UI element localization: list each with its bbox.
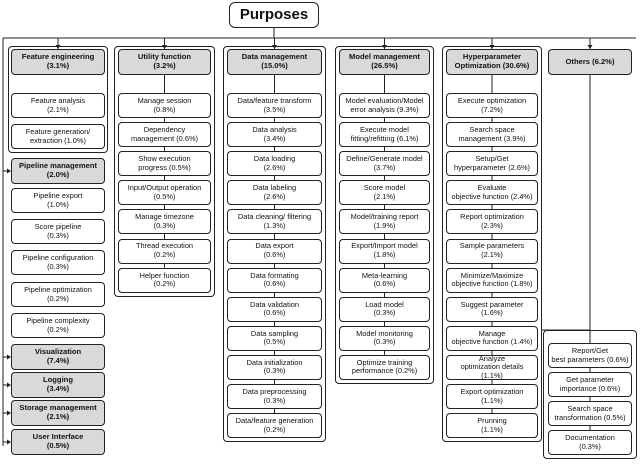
item-box: Show execution progress (0.5%)	[118, 151, 211, 177]
header-pipeline-management: Pipeline management (2.0%)	[11, 158, 105, 184]
item-box: Data analysis (3.4%)	[227, 122, 322, 148]
item-box: Data/feature generation (0.2%)	[227, 413, 322, 439]
item-box: Minimize/Maximize objective function (1.…	[446, 267, 538, 293]
item-box: Data cleaning/ filtering (1.3%)	[227, 209, 322, 235]
title-box: Purposes	[229, 2, 319, 28]
item-box: Input/Output operation (0.5%)	[118, 180, 211, 206]
item-box: Feature generation/ extraction (1.0%)	[11, 124, 105, 149]
item-box: Pipeline export (1.0%)	[11, 188, 105, 213]
item-box: Meta-learning (0.6%)	[339, 267, 430, 293]
item-box: Documentation (0.3%)	[548, 430, 632, 456]
header-uf: Utility function (3.2%)	[118, 49, 211, 75]
item-box: Setup/Get hyperparameter (2.6%)	[446, 151, 538, 177]
arrow-head	[7, 168, 11, 174]
item-box: Execute optimization (7.2%)	[446, 93, 538, 118]
item-box: Report optimization (2.3%)	[446, 209, 538, 235]
item-box: Suggest parameter (1.6%)	[446, 296, 538, 322]
group-frame-dm	[223, 46, 326, 443]
item-box: Data export (0.6%)	[227, 238, 322, 264]
item-box: Execute model fitting/refitting (6.1%)	[339, 122, 430, 148]
group-frame-others	[543, 330, 637, 460]
item-box: Data preprocessing (0.3%)	[227, 384, 322, 409]
item-box: Pipeline optimization (0.2%)	[11, 282, 105, 307]
item-box: Export/Import model (1.8%)	[339, 238, 430, 264]
item-box: Manage session (0.8%)	[118, 93, 211, 118]
header-mm: Model management (26.5%)	[339, 49, 430, 75]
item-box: Get parameter importance (0.6%)	[548, 372, 632, 398]
item-box: Score pipeline (0.3%)	[11, 219, 105, 244]
arrow-head	[7, 410, 11, 416]
item-box: Manage objective function (1.4%)	[446, 325, 538, 351]
item-box: Pipeline complexity (0.2%)	[11, 313, 105, 338]
item-box: Pipeline configuration (0.3%)	[11, 250, 105, 275]
item-box: Helper function (0.2%)	[118, 267, 211, 293]
header-sto: Storage management (2.1%)	[11, 400, 105, 426]
arrow-head	[7, 382, 11, 388]
item-box: Data initialization (0.3%)	[227, 354, 322, 380]
item-box: Dependency management (0.6%)	[118, 122, 211, 148]
group-frame-mm	[335, 46, 434, 384]
item-box: Analyze optimization details (1.1%)	[446, 354, 538, 380]
item-box: Model evaluation/Model error analysis (9…	[339, 93, 430, 118]
item-box: Search space transformation (0.5%)	[548, 401, 632, 427]
item-box: Data formating (0.6%)	[227, 267, 322, 293]
header-dm: Data management (15.0%)	[227, 49, 322, 75]
item-box: Score model (2.1%)	[339, 180, 430, 206]
item-box: Sample parameters (2.1%)	[446, 238, 538, 264]
group-frame-uf	[114, 46, 215, 297]
item-box: Data labeling (2.6%)	[227, 180, 322, 206]
item-box: Define/Generate model (3.7%)	[339, 151, 430, 177]
item-box: Thread execution (0.2%)	[118, 238, 211, 264]
arrow-head	[587, 45, 593, 49]
item-box: Export optimization (1.1%)	[446, 384, 538, 409]
item-box: Data loading (2.6%)	[227, 151, 322, 177]
header-ui: User Interface (0.5%)	[11, 429, 105, 455]
arrow-head	[7, 439, 11, 445]
group-frame-feature-engineering	[8, 46, 108, 153]
header-ot: Others (6.2%)	[548, 49, 632, 75]
item-box: Load model (0.3%)	[339, 296, 430, 322]
header-vis: Visualization (7.4%)	[11, 344, 105, 370]
item-box: Prunning (1.1%)	[446, 413, 538, 439]
group-frame-hp	[442, 46, 542, 443]
header-log: Logging (3.4%)	[11, 372, 105, 398]
arrow-head	[7, 354, 11, 360]
item-box: Model/training report (1.9%)	[339, 209, 430, 235]
item-box: Data sampling (0.5%)	[227, 325, 322, 351]
item-box: Evaluate objective function (2.4%)	[446, 180, 538, 206]
item-box: Report/Get best parameters (0.6%)	[548, 343, 632, 368]
item-box: Optimize training performance (0.2%)	[339, 354, 430, 380]
item-box: Data/feature transform (3.5%)	[227, 93, 322, 118]
header-hp: Hyperparameter Optimization (30.6%)	[446, 49, 538, 75]
item-box: Data validation (0.6%)	[227, 296, 322, 322]
header-feature-engineering: Feature engineering (3.1%)	[11, 49, 105, 75]
item-box: Feature analysis (2.1%)	[11, 93, 105, 118]
item-box: Manage timezone (0.3%)	[118, 209, 211, 235]
item-box: Search space management (3.9%)	[446, 122, 538, 148]
item-box: Model monitoring (0.3%)	[339, 325, 430, 351]
